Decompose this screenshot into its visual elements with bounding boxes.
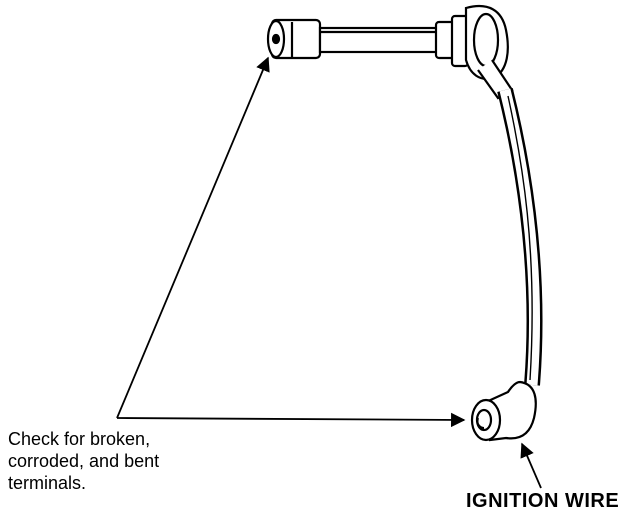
wire-cable <box>497 88 543 386</box>
callout-line-2: corroded, and bent <box>8 451 160 471</box>
callout-arrows <box>116 56 542 489</box>
callout-line-1: Check for broken, <box>8 429 151 449</box>
callout-line-3: terminals. <box>8 473 87 493</box>
arrow-to-top-terminal <box>116 56 270 419</box>
inspection-callout-text: Check for broken, corroded, and bent ter… <box>8 428 248 494</box>
arrow-to-ignition-wire <box>520 442 542 489</box>
ignition-wire-label: IGNITION WIRE <box>466 490 620 512</box>
arrow-to-bottom-terminal <box>116 412 466 428</box>
bottom-terminal-boot <box>470 380 537 442</box>
top-terminal-boot <box>266 4 514 100</box>
